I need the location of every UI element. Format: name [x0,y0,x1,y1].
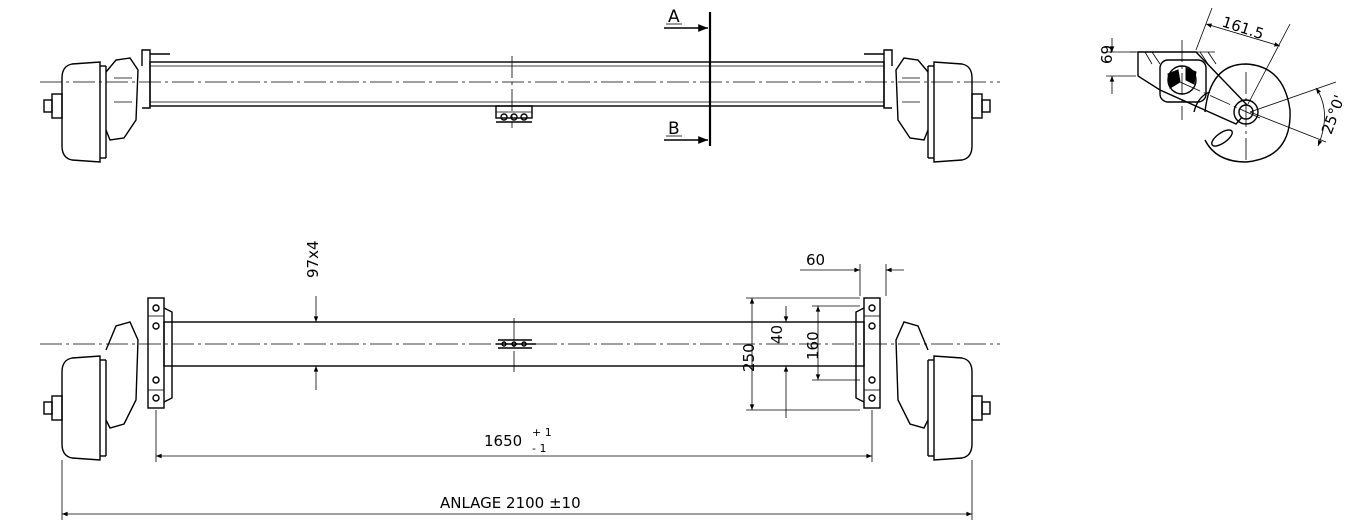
dim-250: 250 [740,343,758,372]
dim-40: 40 [768,325,786,344]
left-drum-plan [43,321,139,461]
section-label-b: B [668,119,680,139]
tol-plus: + 1 [532,426,552,439]
dim-160: 160 [804,331,822,360]
left-bracket-front [141,49,151,109]
dim-height: 69 [1098,45,1116,64]
dim-angle: 25°0' [1318,93,1349,137]
left-drum-front [43,57,139,163]
dim-overall: ANLAGE 2100 ±10 [440,494,581,512]
right-drum-plan [895,321,991,461]
axle-tube-front [149,61,885,107]
section-label-a: A [668,7,680,27]
plan-view: 97x4 60 250 40 160 1650 + 1 - 1 [40,240,1000,520]
side-view: 161.5 69 25°0' [1098,7,1349,163]
right-bracket-plan [855,297,881,409]
dim-arm: 161.5 [1220,13,1266,43]
right-bracket-front [883,49,893,109]
right-drum-front [895,57,991,163]
left-bracket-plan [147,297,173,409]
center-clamp-plan [496,339,536,349]
center-clamp-front [495,105,533,123]
dim-tube: 97x4 [304,240,322,278]
tol-minus: - 1 [532,442,546,455]
dim-spring-mount: 1650 [484,432,522,450]
side-drum [1204,63,1291,163]
front-view: A B [40,7,1000,163]
dim-bracket: 60 [806,251,825,269]
